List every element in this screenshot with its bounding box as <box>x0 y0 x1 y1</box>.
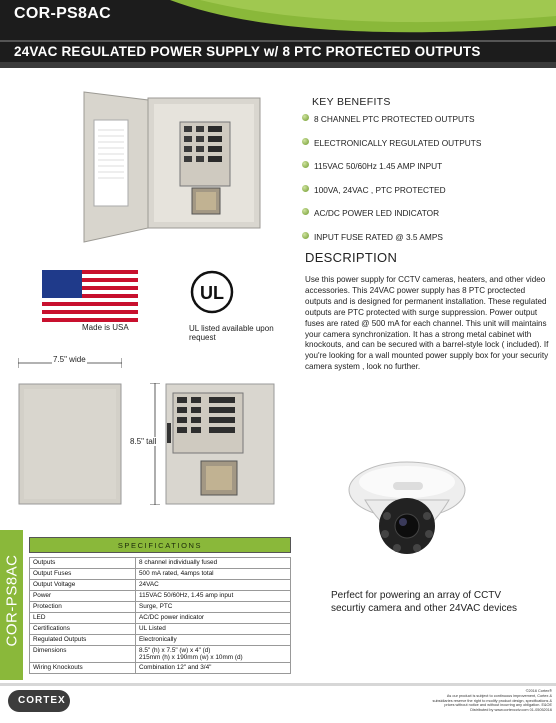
spec-value: 24VAC <box>135 579 291 591</box>
spec-key: Output Fuses <box>29 568 136 580</box>
product-photo-open-interior <box>165 383 275 505</box>
specifications-title: SPECIFICATIONS <box>29 537 291 553</box>
key-benefits-title: KEY BENEFITS <box>312 96 391 108</box>
page-footer <box>0 680 556 723</box>
cortex-logo: CORTEX <box>8 690 70 712</box>
spec-value-line: 8.5" (h) x 7.5" (w) x 4" (d) <box>139 647 211 654</box>
spec-key: Wiring Knockouts <box>29 662 136 674</box>
spec-key: LED <box>29 612 136 624</box>
benefit-item: 115VAC 50/60Hz 1.45 AMP INPUT <box>302 161 481 185</box>
benefit-item: 100VA, 24VAC , PTC PROTECTED <box>302 184 481 209</box>
header-swoosh-graphic <box>0 0 556 68</box>
product-photo-closed-cabinet <box>18 383 122 505</box>
spec-value: Combination 12" and 3/4" <box>135 662 291 674</box>
benefit-text: ELECTRONICALLY REGULATED OUTPUTS <box>314 137 482 148</box>
benefit-text: 100VA, 24VAC , PTC PROTECTED <box>314 184 446 195</box>
green-bullet-icon <box>302 114 309 121</box>
model-number: COR-PS8AC <box>14 5 111 22</box>
spec-key: Regulated Outputs <box>29 634 136 646</box>
spec-value: 8 channel individually fused <box>135 557 291 569</box>
us-flag-icon <box>42 270 138 322</box>
made-in-usa-caption: Made is USA <box>82 323 129 332</box>
green-bullet-icon <box>302 208 309 215</box>
benefit-text: INPUT FUSE RATED @ 3.5 AMPS <box>314 231 443 242</box>
ul-listed-icon: UL <box>190 270 234 314</box>
spec-value: Electronically <box>135 634 291 646</box>
legal-line: ©2016 Cortex® <box>525 689 552 693</box>
benefit-item: INPUT FUSE RATED @ 3.5 AMPS <box>302 231 481 256</box>
product-title: 24VAC REGULATED POWER SUPPLY w/ 8 PTC PR… <box>14 44 481 59</box>
legal-line: prices without notice and without incurr… <box>444 703 552 708</box>
ul-mark-text: UL <box>200 283 224 303</box>
product-photo-open-cabinet <box>83 91 261 243</box>
spec-key: Power <box>29 590 136 602</box>
description-title: DESCRIPTION <box>305 250 398 265</box>
footer-divider <box>0 683 556 686</box>
spec-value: 500 mA rated, 4amps total <box>135 568 291 580</box>
height-dimension-label: 8.5" tall <box>130 437 157 446</box>
benefit-text: 8 CHANNEL PTC PROTECTED OUTPUTS <box>314 114 475 124</box>
dome-camera-photo <box>348 461 466 554</box>
benefit-text: 115VAC 50/60Hz 1.45 AMP INPUT <box>314 161 443 171</box>
legal-line: Distributed by www.cortexcctv.com 01-050… <box>470 708 552 713</box>
benefit-item: 8 CHANNEL PTC PROTECTED OUTPUTS <box>302 114 481 138</box>
spec-value-line: 215mm (h) x 190mm (w) x 10mm (d) <box>139 654 243 661</box>
width-dimension-label: 7.5" wide <box>52 355 87 364</box>
description-text: Use this power supply for CCTV cameras, … <box>305 275 549 372</box>
spec-key: Output Voltage <box>29 579 136 591</box>
spec-value: 8.5" (h) x 7.5" (w) x 4" (d)215mm (h) x … <box>135 645 291 663</box>
legal-line: subsidiaries reserve the right to modify… <box>432 698 552 703</box>
key-benefits-list: 8 CHANNEL PTC PROTECTED OUTPUTS ELECTRON… <box>302 114 481 255</box>
spec-key: Dimensions <box>29 645 136 663</box>
camera-caption: Perfect for powering an array of CCTV se… <box>331 590 518 614</box>
green-bullet-icon <box>302 184 309 192</box>
benefit-text: AC/DC POWER LED INDICATOR <box>314 208 440 218</box>
cortex-logo-text: CORTEX <box>18 695 66 706</box>
spec-key: Certifications <box>29 623 136 635</box>
spec-key: Protection <box>29 601 136 613</box>
spec-value: UL Listed <box>135 623 291 635</box>
side-model-label: COR-PS8AC <box>3 554 21 647</box>
green-bullet-icon <box>302 137 309 145</box>
legal-line: As our product is subject to continuous … <box>446 693 552 698</box>
spec-value: 115VAC 50/60Hz, 1.45 amp input <box>135 590 291 602</box>
side-accent-bar <box>0 530 23 680</box>
spec-value: AC/DC power indicator <box>135 612 291 624</box>
green-bullet-icon <box>302 231 309 239</box>
benefit-item: ELECTRONICALLY REGULATED OUTPUTS <box>302 137 482 162</box>
page-header: COR-PS8AC 24VAC REGULATED POWER SUPPLY w… <box>0 0 556 68</box>
ul-listed-caption: UL listed available upon request <box>189 324 274 342</box>
legal-notice: ©2016 Cortex® As our product is subject … <box>300 689 552 713</box>
spec-key: Outputs <box>29 557 136 569</box>
benefit-item: AC/DC POWER LED INDICATOR <box>302 208 481 232</box>
spec-value: Surge, PTC <box>135 601 291 613</box>
green-bullet-icon <box>302 161 309 168</box>
